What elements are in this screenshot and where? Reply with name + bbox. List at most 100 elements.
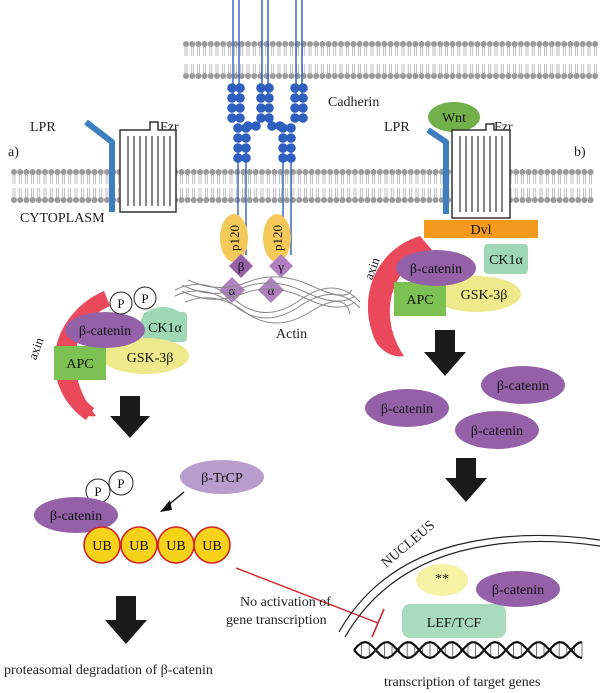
top-membrane-lipid-head: [282, 41, 289, 47]
top-membrane-lipid-head: [207, 41, 214, 47]
ub-4-label: UB: [202, 539, 221, 554]
cell-membrane-lipid-head: [60, 169, 67, 175]
top-membrane-lipid-head: [493, 41, 499, 47]
cell-membrane-lipid-head: [352, 197, 358, 203]
top-membrane-lipid-head: [499, 41, 506, 47]
cadherin-domain: [235, 93, 245, 103]
top-membrane-lipid-head: [400, 41, 406, 47]
cadherin-domains: [227, 83, 308, 163]
cadherin-domain: [278, 143, 288, 153]
top-membrane-lipid-head: [474, 73, 481, 79]
beta-catenin-b: [396, 250, 476, 286]
top-membrane-lipid-head: [381, 41, 388, 47]
top-membrane-lipid-head: [536, 73, 543, 79]
top-membrane-lipid-head: [418, 73, 425, 79]
cadherin-domain: [227, 93, 237, 103]
top-membrane-lipid-head: [573, 73, 580, 79]
top-membrane-lipid-head: [561, 41, 568, 47]
cadherin-label: Cadherin: [328, 95, 379, 110]
cell-membrane-lipid-head: [97, 197, 104, 203]
cell-membrane-lipid-head: [383, 169, 389, 175]
top-membrane-lipid-head: [586, 41, 592, 47]
cell-membrane-lipid-head: [178, 169, 185, 175]
cell-membrane-lipid-head: [79, 197, 86, 203]
cell-membrane-lipid-head: [302, 197, 309, 203]
top-membrane-lipid-head: [220, 73, 227, 79]
top-membrane-lipid-head: [505, 73, 512, 79]
cell-membrane-lipid-head: [184, 197, 191, 203]
cell-membrane-lipid-head: [11, 197, 17, 203]
cell-membrane-lipid-head: [389, 197, 396, 203]
cell-membrane-lipid-head: [252, 169, 259, 175]
beta-catenin-label-b: β-catenin: [410, 262, 462, 277]
alpha-left-label: α: [229, 283, 236, 298]
btrcp: [180, 460, 264, 494]
cadherin-domain: [286, 123, 296, 133]
top-membrane-lipid-head: [307, 73, 313, 79]
cadherin-domain: [298, 83, 308, 93]
nucleus-boundary: [338, 534, 600, 638]
phosphate-a1: [109, 291, 133, 315]
axin-label-a: axin: [25, 335, 47, 362]
top-membrane-lipid-head: [245, 41, 251, 47]
cell-membrane-lipid-head: [17, 169, 24, 175]
top-membrane-lipid-head: [393, 41, 400, 47]
cell-membrane-lipid-head: [525, 169, 532, 175]
top-membrane-lipid-head: [189, 41, 196, 47]
cell-membrane-lipid-head: [203, 169, 210, 175]
cell-membrane-lipid-head: [228, 169, 234, 175]
lpr-receptor-b: [426, 127, 449, 214]
top-membrane-lipid-head: [276, 41, 282, 47]
cell-membrane-lipid-head: [544, 197, 551, 203]
cell-membrane-lipid-head: [91, 169, 98, 175]
actin-filaments: [174, 276, 361, 324]
top-membrane-lipid-head: [530, 41, 537, 47]
top-membrane-lipid-head: [542, 41, 549, 47]
cell-membrane-lipid-head: [23, 169, 30, 175]
cell-membrane-lipid-head: [426, 197, 433, 203]
cell-membrane-lipid-head: [197, 169, 203, 175]
cell-membrane-lipid-head: [364, 169, 371, 175]
top-membrane-lipid-head: [437, 41, 444, 47]
cell-membrane-lipid-head: [73, 169, 79, 175]
cell-membrane-lipid-head: [209, 169, 216, 175]
axin-label-b: axin: [361, 255, 383, 282]
top-membrane-lipid-head: [579, 73, 586, 79]
cell-membrane-lipid-head: [308, 169, 315, 175]
gsk3b-b: [433, 276, 521, 312]
cell-membrane-lipid-head: [190, 169, 197, 175]
no-activation-line1: No activation of: [240, 595, 331, 610]
top-membrane-lipid-head: [331, 73, 338, 79]
cell-membrane-lipid-head: [228, 197, 234, 203]
p120-left: p120: [220, 214, 248, 262]
top-membrane-lipid-head: [263, 41, 270, 47]
apc-a: [54, 346, 106, 380]
cell-membrane-lipid-head: [97, 169, 104, 175]
cell-membrane-lipid-head: [414, 197, 420, 203]
top-membrane-lipid-head: [195, 41, 202, 47]
cell-membrane-lipid-head: [48, 169, 55, 175]
cell-membrane-lipid-head: [259, 197, 265, 203]
cadherin-domain: [256, 93, 266, 103]
cell-membrane-lipid-head: [240, 197, 247, 203]
cell-membrane-lipid-head: [73, 197, 79, 203]
top-membrane-lipid-head: [511, 73, 518, 79]
top-membrane-lipid-head: [356, 41, 363, 47]
top-membrane-lipid-head: [511, 41, 518, 47]
cell-membrane-lipid-head: [376, 197, 383, 203]
lef-tcf-label: LEF/TCF: [427, 616, 482, 631]
cell-membrane-lipid-head: [296, 169, 303, 175]
cell-membrane-lipid-head: [35, 169, 42, 175]
cell-membrane-lipid-head: [283, 169, 290, 175]
ub-1-label: UB: [92, 539, 111, 554]
cell-membrane-lipid-head: [314, 169, 321, 175]
top-membrane-lipid-head: [375, 41, 382, 47]
cell-membrane-lipid-head: [91, 197, 98, 203]
dna-strand: [353, 640, 583, 660]
cell-membrane-lipid-head: [29, 197, 36, 203]
cell-membrane-lipid-head: [17, 197, 24, 203]
top-membrane-lipid-head: [406, 73, 413, 79]
cell-membrane-lipid-head: [414, 169, 420, 175]
beta-catenin-a: [65, 312, 145, 348]
